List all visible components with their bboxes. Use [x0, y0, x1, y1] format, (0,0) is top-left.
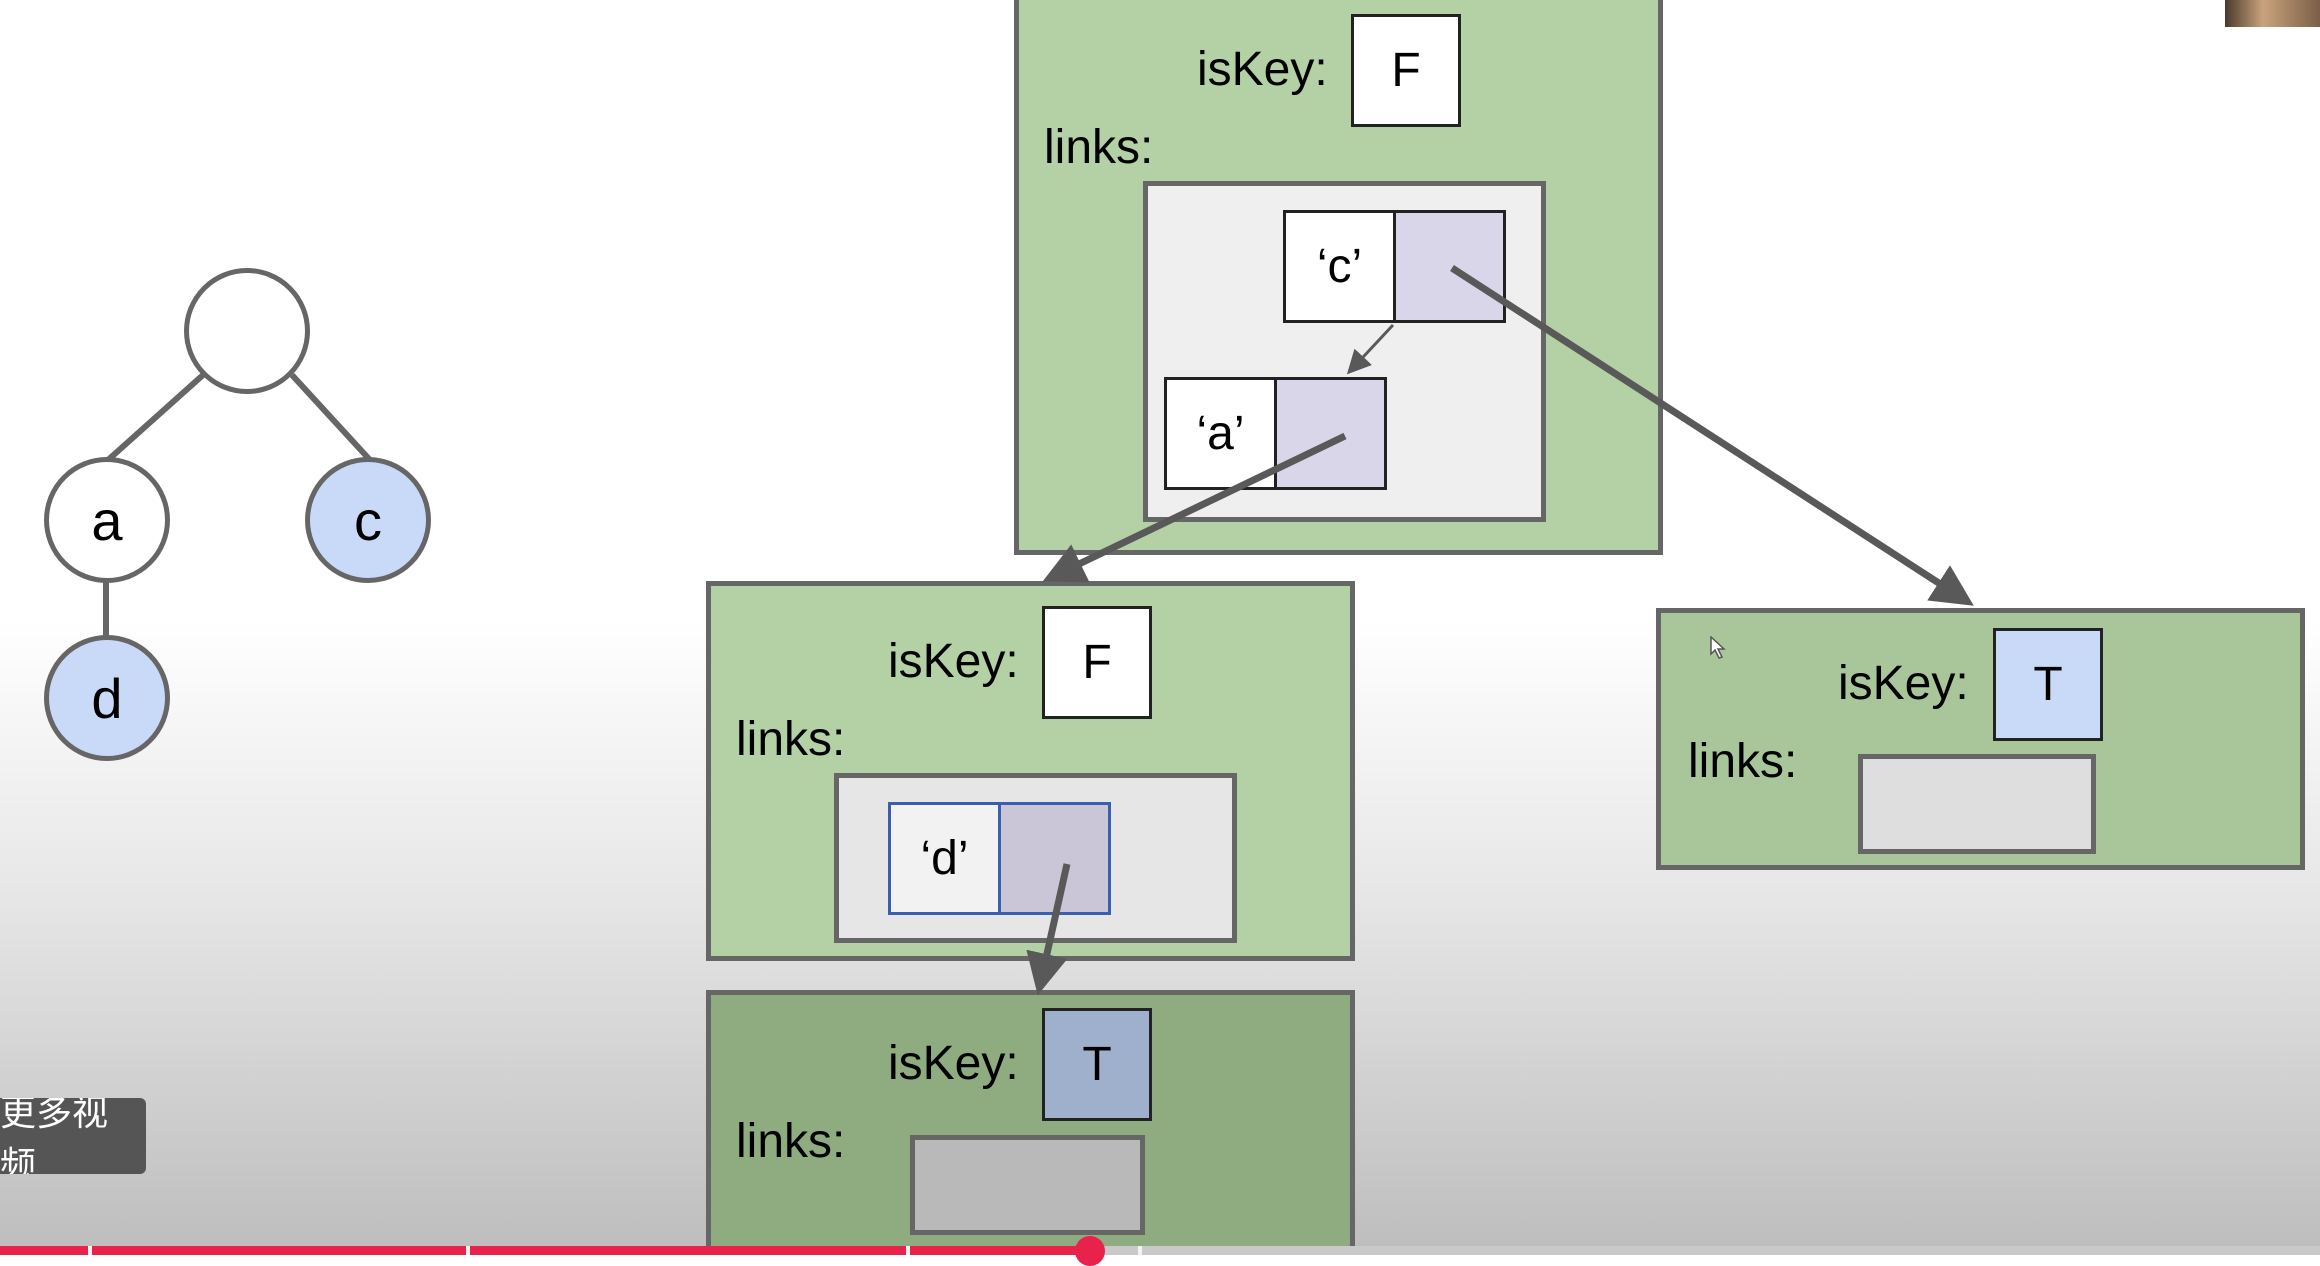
webcam-thumbnail	[2225, 0, 2320, 27]
chapter-gap	[906, 1246, 910, 1255]
c-links-container	[1858, 754, 2096, 854]
tree-node-c: c	[305, 457, 431, 583]
tree-root-circle	[184, 268, 310, 394]
more-videos-label: 更多视频	[0, 1098, 109, 1174]
more-videos-button[interactable]: 更多视频	[0, 1098, 146, 1174]
mouse-cursor-icon	[1710, 636, 1726, 659]
d-iskey-label: isKey:	[888, 1037, 1019, 1090]
tree-node-d: d	[44, 635, 170, 761]
d-links-container	[910, 1135, 1145, 1235]
tree-node-a: a	[44, 457, 170, 583]
arrow-c-to-a	[1346, 323, 1395, 375]
arrow-a-to-node-a	[1042, 432, 1347, 583]
d-iskey-value: T	[1042, 1008, 1152, 1121]
entry-c-pointer	[1393, 210, 1506, 323]
c-iskey-value: T	[1993, 628, 2103, 741]
progress-fill	[0, 1246, 1090, 1255]
arrow-c-to-node-c	[1450, 265, 1974, 606]
root-iskey-label: isKey:	[1197, 43, 1328, 96]
root-links-label: links:	[1044, 121, 1154, 174]
a-links-label: links:	[736, 713, 846, 766]
chapter-gap	[88, 1246, 92, 1255]
a-iskey-value: F	[1042, 606, 1152, 719]
a-iskey-label: isKey:	[888, 635, 1019, 688]
entry-a-pointer	[1274, 377, 1387, 490]
entry-c-char: ‘c’	[1283, 210, 1396, 323]
d-links-label: links:	[736, 1115, 846, 1168]
progress-scrubber[interactable]	[1075, 1236, 1105, 1266]
chapter-gap	[466, 1246, 470, 1255]
entry-a-char: ‘a’	[1164, 377, 1277, 490]
c-links-label: links:	[1688, 735, 1798, 788]
c-iskey-label: isKey:	[1838, 657, 1969, 710]
entry-d-pointer	[998, 802, 1111, 915]
video-progress-bar[interactable]	[0, 1246, 2320, 1255]
root-iskey-value: F	[1351, 14, 1461, 127]
arrow-d-to-node-d	[1026, 863, 1071, 996]
chapter-gap	[1138, 1246, 1142, 1255]
